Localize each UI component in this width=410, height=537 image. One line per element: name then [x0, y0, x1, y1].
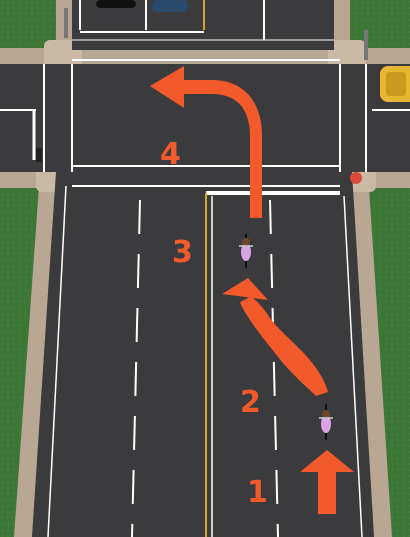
step-number-4: 4: [160, 137, 181, 172]
step-number-3: 3: [172, 235, 193, 270]
parked-car-dark: [96, 0, 136, 8]
parked-car-blue: [152, 0, 188, 12]
step-number-1: 1: [247, 475, 268, 510]
step-number-2: 2: [240, 385, 261, 420]
yellow-car: [380, 66, 410, 102]
